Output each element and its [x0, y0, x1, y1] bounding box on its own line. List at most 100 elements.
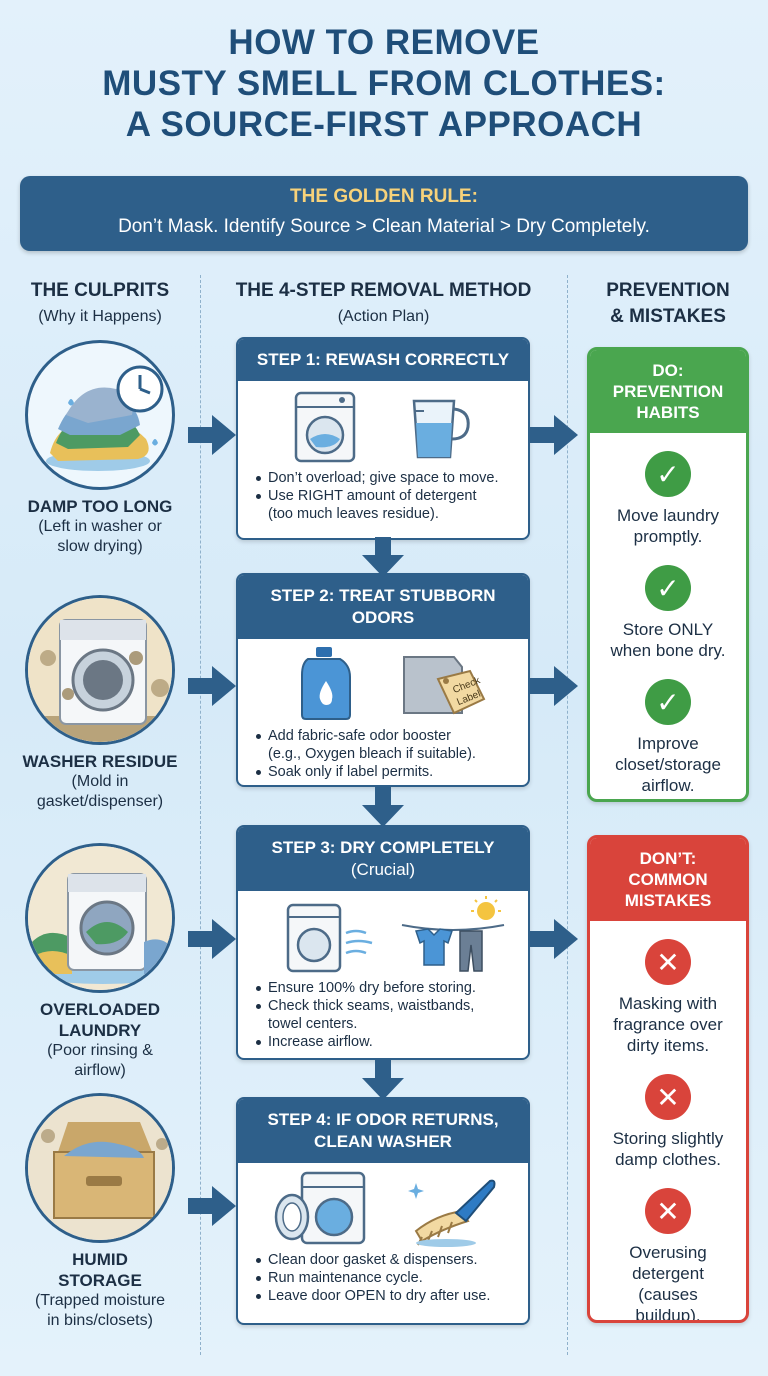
- culprit-name: DAMP TOO LONG: [27, 497, 173, 516]
- golden-rule-banner: THE GOLDEN RULE: Don’t Mask. Identify So…: [20, 176, 748, 251]
- culprit-desc-line-2: gasket/dispenser): [36, 793, 164, 810]
- arrow-right-icon: [188, 415, 236, 455]
- culprits-heading: THE CULPRITS: [30, 280, 170, 301]
- step-1-icons: [238, 381, 528, 469]
- clothesline-sun-icon: [401, 896, 505, 972]
- prevention-heading-1: PREVENTION: [606, 280, 730, 301]
- step-3-icons: [238, 891, 528, 979]
- washing-machine-icon: [294, 391, 356, 463]
- step-bullet: Leave door OPEN to dry after use.: [254, 1287, 520, 1305]
- culprit-humid-storage: HUMID STORAGE (Trapped moisture in bins/…: [0, 1093, 200, 1331]
- arrow-right-icon: [188, 919, 236, 959]
- prevention-heading-2: & MISTAKES: [610, 306, 726, 327]
- do-header-line-2: PREVENTION: [612, 382, 724, 401]
- dont-item-text: Storing slightly damp clothes.: [590, 1128, 746, 1170]
- arrow-right-icon: [188, 1186, 236, 1226]
- culprit-name-line-1: HUMID: [72, 1250, 128, 1269]
- step-3-title-line-1: STEP 3: DRY COMPLETELY: [271, 838, 495, 857]
- dont-item: ✕ Masking with fragrance over dirty item…: [590, 939, 746, 1056]
- method-heading: THE 4-STEP REMOVAL METHOD: [235, 280, 532, 301]
- check-icon: ✓: [645, 679, 691, 725]
- damp-clothes-clock-icon: [25, 340, 175, 490]
- step-2-icons: Check Label: [238, 639, 528, 727]
- step-bullet: Soak only if label permits.: [254, 763, 520, 781]
- do-item: ✓ Move laundry promptly.: [590, 451, 746, 547]
- culprits-column-header: THE CULPRITS (Why it Happens): [0, 280, 200, 326]
- step-3-card: STEP 3: DRY COMPLETELY (Crucial) Ensure …: [236, 825, 530, 1060]
- culprit-washer-residue: WASHER RESIDUE (Mold in gasket/dispenser…: [0, 595, 200, 812]
- culprit-desc-line-1: (Left in washer or: [38, 518, 162, 535]
- do-item-line: closet/storage: [615, 755, 721, 774]
- dont-item-line: buildup).: [635, 1306, 701, 1323]
- dont-item-line: damp clothes.: [615, 1150, 721, 1169]
- step-4-icons: [238, 1163, 528, 1251]
- dont-item-line: Storing slightly: [612, 1129, 724, 1148]
- step-4-bullets: Clean door gasket & dispensers. Run main…: [238, 1251, 528, 1313]
- measuring-cup-icon: [412, 399, 470, 459]
- step-bullet: Ensure 100% dry before storing.: [254, 979, 520, 997]
- do-item-line: Move laundry: [616, 506, 720, 525]
- step-bullet: Use RIGHT amount of detergent: [254, 487, 520, 505]
- culprit-damp-too-long: DAMP TOO LONG (Left in washer or slow dr…: [0, 340, 200, 557]
- do-item-text: Move laundry promptly.: [590, 505, 746, 547]
- do-item-line: Store ONLY: [622, 620, 714, 639]
- check-icon: ✓: [645, 565, 691, 611]
- dont-mistakes-panel: DON’T: COMMON MISTAKES ✕ Masking with fr…: [587, 835, 749, 1323]
- do-item-text: Improve closet/storage airflow.: [590, 733, 746, 796]
- golden-rule-heading: THE GOLDEN RULE:: [290, 186, 478, 207]
- humid-storage-box-icon: [25, 1093, 175, 1243]
- step-3-title-line-2: (Crucial): [350, 860, 416, 879]
- step-1-title: STEP 1: REWASH CORRECTLY: [238, 339, 528, 381]
- culprit-desc-line-2: airflow): [74, 1062, 126, 1079]
- step-bullet: Run maintenance cycle.: [254, 1269, 520, 1287]
- step-bullet: Don’t overload; give space to move.: [254, 469, 520, 487]
- dont-item-text: Overusing detergent (causes buildup).: [590, 1242, 746, 1323]
- dont-item-line: Masking with: [618, 994, 718, 1013]
- overloaded-washer-icon: [25, 843, 175, 993]
- arrow-down-icon: [362, 785, 404, 827]
- column-divider-right: [567, 275, 568, 1355]
- do-item: ✓ Store ONLY when bone dry.: [590, 565, 746, 661]
- dont-item-line: detergent: [632, 1264, 704, 1283]
- page-title: HOW TO REMOVE MUSTY SMELL FROM CLOTHES: …: [0, 22, 768, 145]
- step-bullet-continuation: (e.g., Oxygen bleach if suitable).: [268, 746, 476, 762]
- culprit-desc-line-1: (Mold in: [71, 773, 129, 790]
- step-2-bullets: Add fabric-safe odor booster (e.g., Oxyg…: [238, 727, 528, 785]
- prevention-column-header: PREVENTION & MISTAKES: [568, 280, 768, 328]
- arrow-down-icon: [362, 1058, 404, 1100]
- check-icon: ✓: [645, 451, 691, 497]
- step-bullet: Check thick seams, waistbands,: [254, 997, 520, 1015]
- step-bullet-continuation: (too much leaves residue).: [268, 506, 439, 522]
- do-item-line: promptly.: [633, 527, 703, 546]
- title-line-3: A SOURCE-FIRST APPROACH: [125, 105, 643, 144]
- step-bullet: Increase airflow.: [254, 1033, 520, 1051]
- dont-item-line: dirty items.: [626, 1036, 710, 1055]
- dont-item-line: (causes: [638, 1285, 698, 1304]
- do-item-text: Store ONLY when bone dry.: [590, 619, 746, 661]
- dont-header-line-1: DON’T:: [639, 849, 697, 868]
- check-label-tag-icon: Check Label: [403, 656, 486, 715]
- step-bullet: Clean door gasket & dispensers.: [254, 1251, 520, 1269]
- x-icon: ✕: [645, 1074, 691, 1120]
- dont-item: ✕ Overusing detergent (causes buildup).: [590, 1188, 746, 1323]
- arrow-right-icon: [530, 919, 578, 959]
- do-item: ✓ Improve closet/storage airflow.: [590, 679, 746, 796]
- open-washer-icon: [274, 1171, 366, 1245]
- moldy-washer-icon: [25, 595, 175, 745]
- scrub-brush-icon: [408, 1179, 496, 1247]
- step-1-card: STEP 1: REWASH CORRECTLY Don’t overload;…: [236, 337, 530, 540]
- dont-panel-header: DON’T: COMMON MISTAKES: [590, 838, 746, 921]
- step-4-title: STEP 4: IF ODOR RETURNS, CLEAN WASHER: [238, 1099, 528, 1163]
- dont-item: ✕ Storing slightly damp clothes.: [590, 1074, 746, 1170]
- do-panel-header: DO: PREVENTION HABITS: [590, 350, 746, 433]
- step-1-bullets: Don’t overload; give space to move. Use …: [238, 469, 528, 531]
- step-2-card: STEP 2: TREAT STUBBORN ODORS Check Label…: [236, 573, 530, 787]
- do-item-line: when bone dry.: [610, 641, 726, 660]
- method-subheading: (Action Plan): [337, 308, 430, 325]
- culprit-desc-line-1: (Trapped moisture: [34, 1292, 166, 1309]
- step-2-title-line-2: ODORS: [351, 608, 415, 627]
- title-line-2: MUSTY SMELL FROM CLOTHES:: [102, 64, 666, 103]
- step-bullet: Add fabric-safe odor booster: [254, 727, 520, 745]
- method-column-header: THE 4-STEP REMOVAL METHOD (Action Plan): [200, 280, 567, 326]
- step-4-card: STEP 4: IF ODOR RETURNS, CLEAN WASHER Cl…: [236, 1097, 530, 1325]
